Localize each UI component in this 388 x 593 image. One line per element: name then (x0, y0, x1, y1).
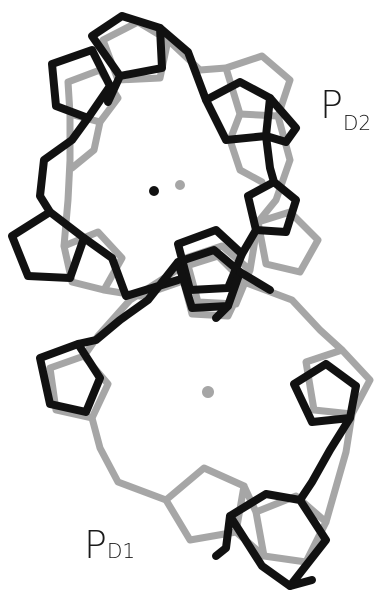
black-lower-pyrrole-top (174, 246, 244, 312)
grey-lower-pyrrole-right (302, 346, 374, 418)
label-pd2-main: P (320, 83, 343, 127)
black-upper-pyrrole-rightlow (244, 178, 300, 236)
label-pd1-sub: D1 (107, 539, 135, 563)
label-pd2: P D2 (320, 83, 371, 135)
lower-grey-center-atom (202, 386, 214, 398)
black-lower-chain-4 (212, 512, 234, 560)
black-lower-chain-1 (74, 258, 182, 348)
black-upper-pyrrole-right (202, 78, 274, 144)
black-upper-chain-2 (36, 114, 92, 216)
black-upper-chain-3 (262, 94, 300, 146)
black-upper-chain-5 (80, 234, 182, 300)
black-upper-pyrrole-midleft (8, 208, 88, 282)
upper-grey-center-atom (175, 180, 185, 190)
grey-upper-chain-2 (164, 36, 230, 74)
black-upper-chain-1 (156, 24, 210, 104)
grey-upper-pyrrole-lowright (254, 208, 322, 276)
label-pd2-sub: D2 (343, 111, 371, 135)
upper-black-center-atom (149, 186, 159, 196)
grey-upper-pyrrole-right (222, 52, 294, 120)
grey-lower-chain-2 (322, 410, 356, 526)
black-upper-pyrrole-top (88, 12, 166, 80)
grey-lower-chain-5 (240, 482, 260, 516)
black-lower-pyrrole-right (290, 360, 360, 426)
black-upper-chain-4 (262, 132, 278, 186)
black-upper-chain-7 (104, 72, 124, 106)
grey-upper-chain-7 (226, 110, 266, 186)
black-lower-chain-2 (296, 414, 354, 504)
grey-upper-chain-6 (68, 118, 104, 172)
label-pd1: P D1 (84, 523, 135, 567)
black-upper-chain-6 (238, 226, 260, 258)
black-lower-chain-3 (236, 268, 274, 294)
black-upper-pyrrole-left (48, 46, 114, 122)
black-lower-pyrrole-bottomright (226, 490, 330, 590)
black-structure (8, 12, 360, 590)
black-lower-macrocycle (36, 246, 360, 590)
black-lower-chain-6 (212, 302, 232, 322)
label-pd1-main: P (84, 523, 107, 567)
black-lower-chain-5 (286, 576, 316, 590)
grey-lower-chain-1 (88, 414, 170, 504)
grey-lower-chain-3 (240, 278, 346, 354)
black-lower-pyrrole-left (36, 340, 104, 416)
